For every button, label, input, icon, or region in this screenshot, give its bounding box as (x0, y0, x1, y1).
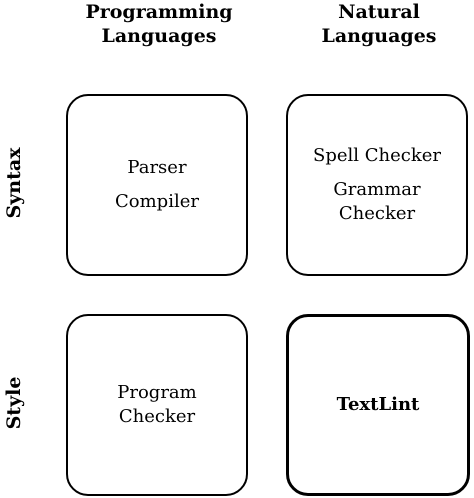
column-header-line: Languages (101, 25, 217, 47)
cell-syntax-programming: Parser Compiler (66, 94, 248, 276)
column-header-programming-languages: Programming Languages (69, 0, 249, 48)
cell-item-spell-checker: Spell Checker (312, 145, 441, 166)
column-header-natural-languages: Natural Languages (289, 0, 469, 48)
cell-item-compiler: Compiler (115, 191, 199, 212)
cell-item-checker: Checker (338, 203, 416, 224)
cell-item-parser: Parser (127, 157, 187, 178)
cell-item-grammar: Grammar (333, 179, 421, 200)
row-header-syntax: Syntax (3, 147, 25, 219)
cell-item-checker: Checker (118, 406, 196, 427)
column-header-line: Languages (321, 25, 437, 47)
cell-syntax-natural: Spell Checker Grammar Checker (286, 94, 468, 276)
cell-item-program: Program (117, 382, 197, 403)
row-header-style: Style (3, 376, 25, 430)
column-header-line: Programming (85, 1, 233, 23)
cell-item-textlint: TextLint (336, 394, 420, 415)
cell-style-programming: Program Checker (66, 314, 248, 496)
cell-style-natural: TextLint (286, 314, 470, 496)
column-header-line: Natural (338, 1, 420, 23)
